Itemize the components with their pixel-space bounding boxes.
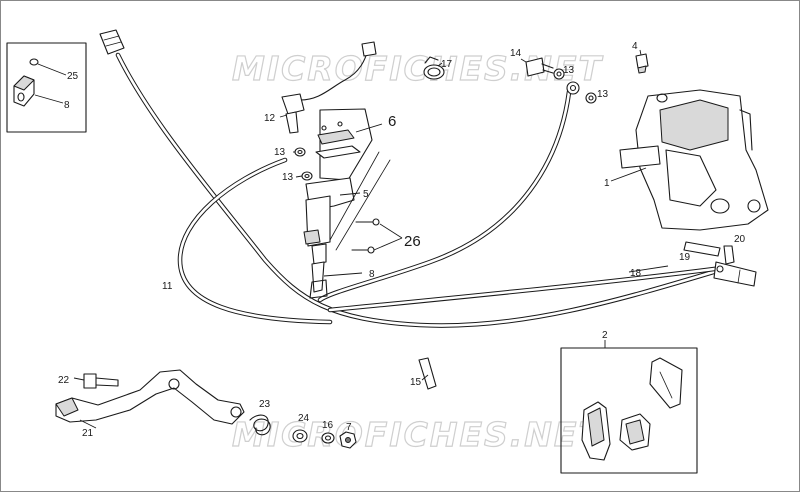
callout-26: 26 — [404, 233, 421, 250]
washer-part-13-left-b — [301, 171, 313, 181]
brake-pads-part-2 — [560, 347, 698, 474]
callout-8-cylinder: 8 — [369, 269, 375, 280]
pin-part-15 — [418, 357, 437, 390]
washer-part-13-right-a — [553, 68, 565, 80]
callout-19: 19 — [679, 252, 691, 263]
pin-part-19 — [683, 241, 721, 257]
inset-box-small-parts — [6, 42, 87, 133]
callout-7: 7 — [346, 422, 352, 433]
hose-end-fitting-18 — [713, 261, 757, 287]
clip-part-20 — [723, 245, 735, 265]
callout-1: 1 — [604, 178, 610, 189]
callout-8-inset: 8 — [64, 100, 70, 111]
callout-15: 15 — [410, 377, 422, 388]
hose-clamp-part-17 — [423, 56, 445, 80]
callout-11: 11 — [162, 281, 173, 292]
callout-4: 4 — [632, 41, 638, 52]
watermark-top: MICROFICHES.NET — [232, 49, 603, 88]
hose-banjo-top — [566, 81, 580, 95]
callout-20: 20 — [734, 234, 746, 245]
o-ring-part-25 — [29, 58, 39, 66]
brake-pedal-part-21 — [55, 369, 245, 425]
spring-part-23 — [249, 414, 271, 436]
callout-17: 17 — [441, 59, 453, 70]
hose-connector-top — [99, 29, 125, 55]
callout-21: 21 — [82, 428, 94, 439]
leader-lines — [73, 49, 669, 429]
watermark-bottom: MICROFICHES.NET — [232, 415, 603, 454]
callout-18: 18 — [630, 268, 642, 279]
callout-24: 24 — [298, 413, 310, 424]
master-cylinder-part-5 — [303, 108, 391, 299]
washer-part-16 — [321, 432, 335, 444]
callout-25: 25 — [67, 71, 79, 82]
clip-part-8-inset — [13, 75, 35, 107]
callout-13-right-b: 13 — [597, 89, 609, 100]
bolt-part-22 — [83, 373, 119, 389]
nut-part-7 — [339, 431, 357, 449]
brake-caliper-part-1 — [619, 89, 769, 231]
screw-part-26-a — [355, 218, 380, 226]
screw-part-26-b — [351, 246, 375, 254]
callout-23: 23 — [259, 399, 271, 410]
banjo-bolt-part-14 — [525, 57, 554, 77]
bleed-valve-part-4 — [635, 53, 649, 74]
callout-12: 12 — [264, 113, 276, 124]
callout-2: 2 — [602, 330, 608, 341]
hose-part-18 — [317, 81, 757, 313]
washer-part-13-left-a — [294, 147, 306, 157]
washer-part-24 — [292, 429, 308, 443]
callout-14: 14 — [510, 48, 522, 59]
washer-part-13-right-b — [585, 92, 597, 104]
callout-13-left-b: 13 — [282, 172, 294, 183]
callout-22: 22 — [58, 375, 70, 386]
callout-5: 5 — [363, 189, 369, 200]
callout-13-left-a: 13 — [274, 147, 286, 158]
callout-16: 16 — [322, 420, 334, 431]
callout-13-right-a: 13 — [563, 65, 575, 76]
callout-6: 6 — [388, 113, 396, 130]
reservoir-fitting-part-12 — [281, 41, 377, 134]
